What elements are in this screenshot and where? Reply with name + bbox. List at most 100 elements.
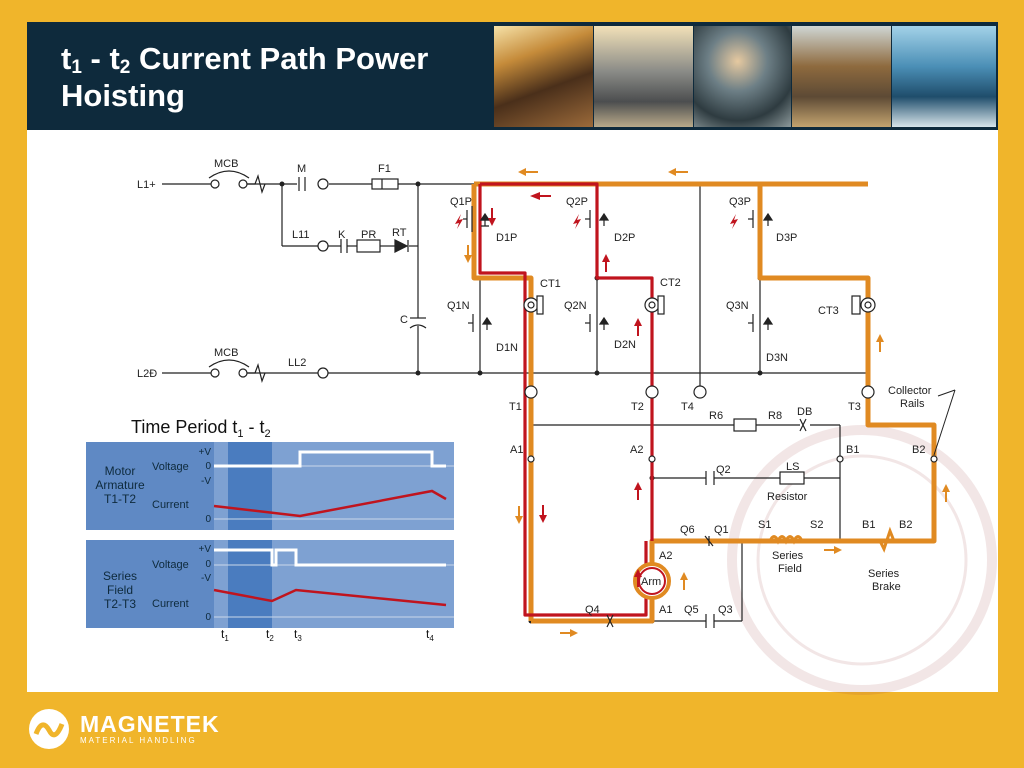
collector-b1 [836, 455, 844, 463]
label-d3p: D3P [776, 232, 797, 244]
arrow-red-up-4 [634, 569, 642, 577]
ct3-sensor [851, 295, 876, 315]
label-ct1: CT1 [540, 278, 561, 290]
brand-name: MAGNETEK [80, 710, 220, 737]
field-zero-v: 0 [205, 559, 211, 570]
collector-a2 [648, 455, 656, 463]
q1p-igbt [463, 206, 491, 232]
field-zero-i: 0 [205, 612, 211, 623]
label-a1-arm: A1 [659, 604, 672, 616]
label-mcb-bottom: MCB [214, 347, 238, 359]
label-t4: T4 [681, 401, 694, 413]
armature-zero-v: 0 [205, 461, 211, 472]
igbt-modules [463, 206, 774, 332]
label-ct3: CT3 [818, 305, 839, 317]
brand-subtitle: MATERIAL HANDLING [80, 735, 197, 745]
label-f1: F1 [378, 163, 391, 175]
magnetek-logo: MAGNETEK MATERIAL HANDLING [28, 708, 220, 750]
collector-a1 [527, 455, 535, 463]
t2-label: t2 [266, 627, 274, 643]
q1n-igbt [468, 314, 493, 332]
mcb-top-contact-a [210, 179, 220, 189]
input-components [208, 170, 427, 384]
terminal-t4 [693, 385, 707, 399]
q2p-igbt [585, 210, 610, 228]
m-contact-terminal [317, 178, 329, 190]
engineered-watermark [727, 425, 997, 695]
label-r8: R8 [768, 410, 782, 422]
arrow-red-up-2 [634, 318, 642, 326]
arrow-red-up-1 [602, 254, 610, 262]
armature-current-label: Current [152, 499, 189, 511]
slide-title: t1 - t2 Current Path Power Hoisting [61, 41, 429, 113]
label-l2: L2Ð [137, 368, 157, 380]
q4-contact [606, 614, 614, 628]
label-b2-top: B2 [912, 444, 925, 456]
motor-terminals [524, 385, 938, 463]
brand-text: MAGNETEK MATERIAL HANDLING [80, 710, 220, 746]
label-s1: S1 [758, 519, 771, 531]
red-current-path [478, 182, 654, 617]
orange-current-path [471, 181, 937, 624]
label-ct2: CT2 [660, 277, 681, 289]
worker-photo [694, 26, 792, 127]
armature-neg-v: -V [201, 476, 211, 487]
orange-arrows [464, 168, 950, 637]
mcb-top-contact-b [238, 179, 248, 189]
time-axis-labels: t1 t2 t3 t4 [221, 627, 434, 643]
label-q3n: Q3N [726, 300, 749, 312]
label-b1-top: B1 [846, 444, 859, 456]
rt-diode [394, 239, 409, 253]
q6-contact [704, 535, 714, 547]
t4-label: t4 [426, 627, 434, 643]
slide-header: t1 - t2 Current Path Power Hoisting [27, 22, 998, 130]
armature-pos-v: +V [198, 447, 211, 458]
label-q3: Q3 [718, 604, 733, 616]
ct2-sensor [644, 295, 665, 315]
label-c: C [400, 314, 408, 326]
label-resistor: Resistor [767, 491, 808, 503]
label-a2-top: A2 [630, 444, 643, 456]
motor-components [606, 418, 896, 628]
mcb-top-arc [208, 170, 250, 179]
label-q2p: Q2P [566, 196, 588, 208]
label-rt: RT [392, 227, 407, 239]
factory-floor-photo [792, 26, 892, 127]
terminal-t1 [524, 385, 538, 399]
q3n-igbt [748, 314, 774, 332]
label-ll2: LL2 [288, 357, 306, 369]
t1-label: t1 [221, 627, 229, 643]
r6-resistor [733, 418, 757, 432]
label-t1: T1 [509, 401, 522, 413]
motor-room-photo [892, 26, 996, 127]
label-b2-low: B2 [899, 519, 912, 531]
terminal-t3 [861, 385, 875, 399]
label-pr: PR [361, 229, 376, 241]
label-d1p: D1P [496, 232, 517, 244]
armature-name-line1: Motor [105, 464, 136, 478]
armature-current-trace [213, 489, 447, 518]
magnetek-swirl-icon [29, 709, 69, 749]
label-q6: Q6 [680, 524, 695, 536]
label-q1: Q1 [714, 524, 729, 536]
field-neg-v: -V [201, 573, 211, 584]
armature-name-line3: T1-T2 [104, 492, 136, 506]
field-current-trace [213, 588, 447, 607]
q3p-igbt [748, 210, 774, 228]
label-d1n: D1N [496, 342, 518, 354]
label-m: M [297, 163, 306, 175]
label-q1p: Q1P [450, 196, 472, 208]
arrow-red-up-3 [634, 482, 642, 490]
label-q2n: Q2N [564, 300, 587, 312]
arrow-red-down-1 [488, 218, 496, 226]
ct1-sensor [523, 295, 544, 315]
collector-b2 [930, 455, 938, 463]
ll2-terminal [317, 367, 329, 379]
label-q1n: Q1N [447, 300, 470, 312]
field-name-line1: Series [103, 569, 137, 583]
